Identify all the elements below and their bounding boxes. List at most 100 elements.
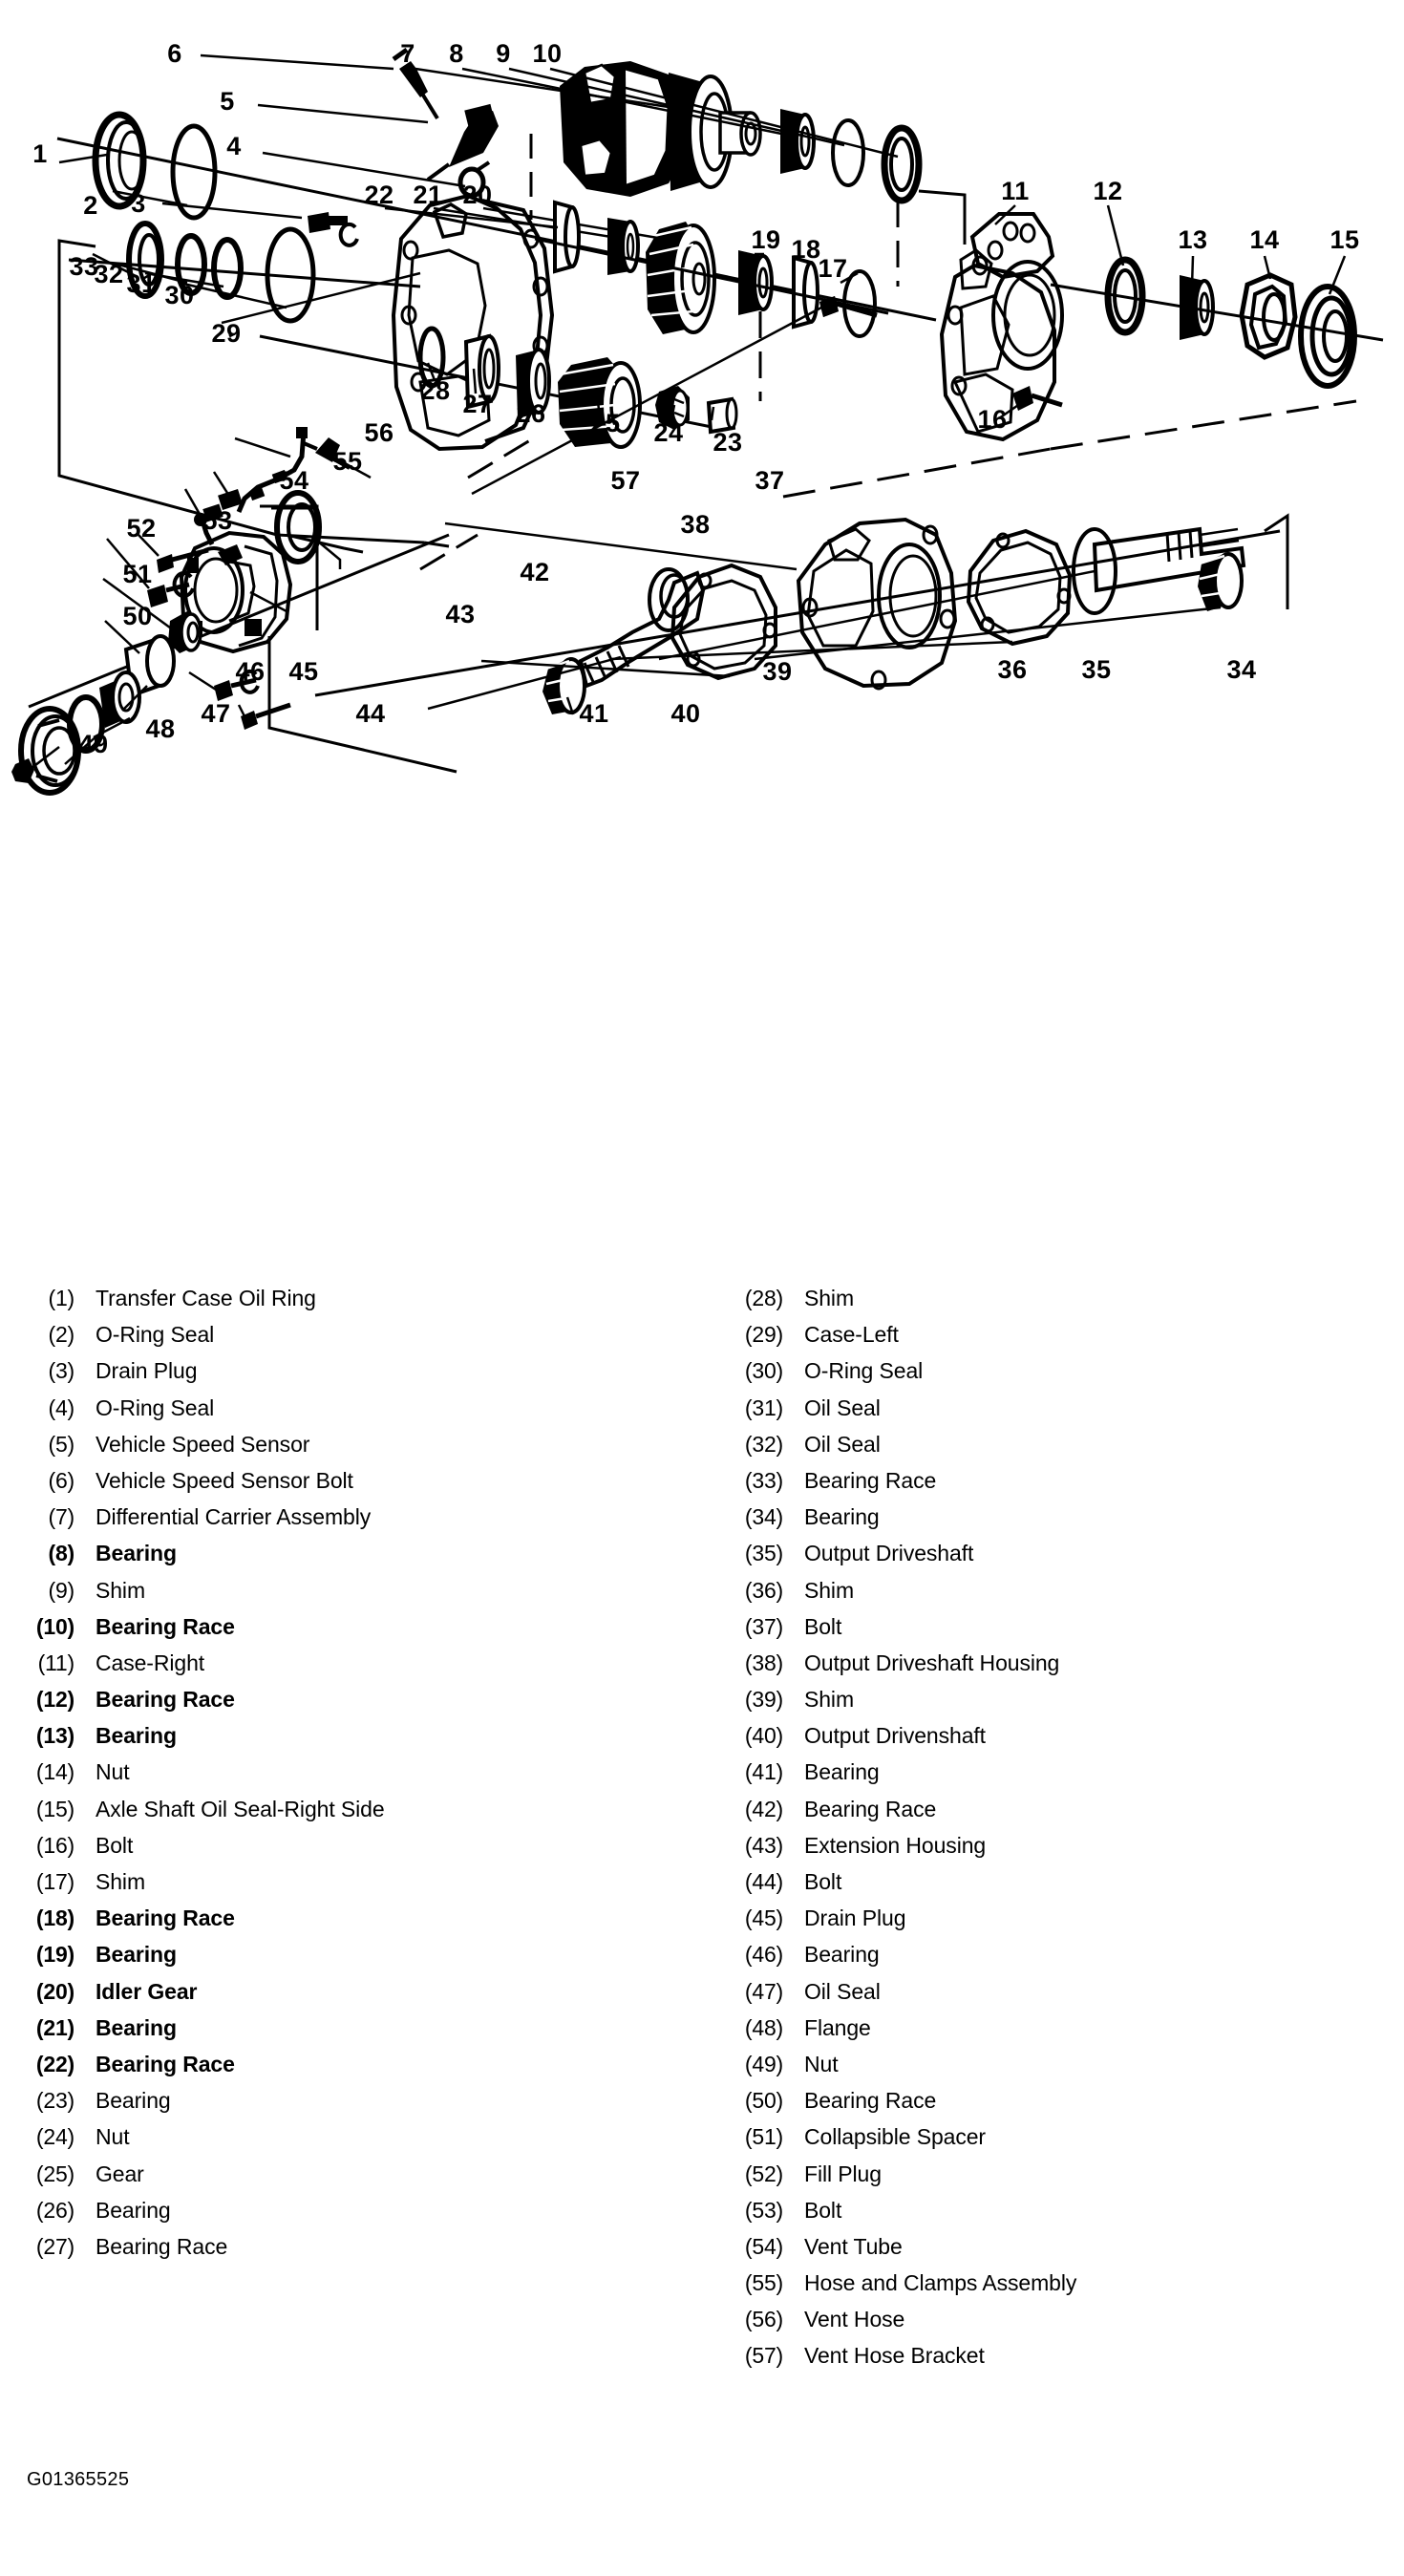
part-list-item: (51)Collapsible Spacer [735, 2118, 1404, 2155]
part-list-item: (14)Nut [27, 1754, 695, 1790]
part-list-item: (39)Shim [735, 1681, 1404, 1717]
part-label: Bearing [96, 1942, 177, 1968]
part-8-bearing [778, 107, 816, 176]
part-label: Bearing Race [96, 1905, 235, 1931]
part-label: Shim [804, 1687, 855, 1713]
callout-28: 28 [420, 376, 450, 405]
part-label: Bearing [96, 1723, 177, 1749]
part-list-item: (28)Shim [735, 1280, 1404, 1316]
part-28-shim [417, 326, 446, 389]
part-list-item: (19)Bearing [27, 1936, 695, 1972]
part-label: Hose and Clamps Assembly [804, 2270, 1077, 2296]
part-number: (2) [48, 1322, 74, 1348]
callout-27: 27 [462, 390, 492, 418]
part-list-item: (54)Vent Tube [735, 2228, 1404, 2265]
callout-44: 44 [355, 699, 385, 728]
callout-36: 36 [997, 655, 1027, 684]
part-21-bearing [607, 218, 640, 275]
part-list-item: (46)Bearing [735, 1936, 1404, 1972]
part-list-item: (38)Output Driveshaft Housing [735, 1645, 1404, 1681]
callout-48: 48 [145, 714, 175, 743]
part-list-item: (45)Drain Plug [735, 1900, 1404, 1936]
part-number: (9) [48, 1577, 74, 1603]
part-3-drain-plug [308, 212, 359, 247]
callout-46: 46 [235, 657, 265, 686]
part-list-item: (24)Nut [27, 2118, 695, 2155]
part-35-output-driveshaft [1072, 526, 1246, 615]
part-list-item: (8)Bearing [27, 1535, 695, 1571]
part-46-bearing [99, 671, 141, 728]
part-number: (20) [35, 1978, 74, 2004]
part-label: Oil Seal [804, 1978, 881, 2004]
figure-id-label: G01365525 [27, 2469, 130, 2490]
part-number: (31) [744, 1394, 783, 1420]
part-30-o-ring-seal [265, 226, 316, 324]
callout-42: 42 [520, 558, 549, 586]
part-list-item: (34)Bearing [735, 1499, 1404, 1535]
part-number: (32) [744, 1431, 783, 1457]
part-number: (8) [48, 1541, 74, 1566]
callout-16: 16 [977, 405, 1007, 434]
callout-31: 31 [126, 269, 156, 298]
part-number: (3) [48, 1358, 74, 1384]
callout-51: 51 [122, 560, 152, 588]
part-list-item: (31)Oil Seal [735, 1390, 1404, 1426]
part-number: (45) [744, 1905, 783, 1931]
part-16-bolt [1012, 386, 1063, 411]
part-label: Transfer Case Oil Ring [96, 1286, 316, 1310]
part-number: (25) [35, 2161, 74, 2186]
part-number: (24) [35, 2124, 74, 2150]
part-number: (55) [744, 2270, 783, 2296]
part-number: (12) [35, 1687, 74, 1713]
callout-39: 39 [762, 657, 792, 686]
part-number: (48) [744, 2014, 783, 2040]
part-list-item: (41)Bearing [735, 1754, 1404, 1790]
part-list-item: (22)Bearing Race [27, 2046, 695, 2082]
part-45-drain-plug [214, 669, 260, 701]
part-label: O-Ring Seal [96, 1394, 215, 1420]
callout-54: 54 [279, 466, 308, 495]
part-label: Shim [96, 1577, 146, 1603]
callout-2: 2 [83, 191, 98, 220]
part-list-item: (4)O-Ring Seal [27, 1390, 695, 1426]
callout-45: 45 [288, 657, 318, 686]
callout-15: 15 [1330, 225, 1359, 254]
part-number: (56) [744, 2307, 783, 2332]
part-44-bolt [241, 702, 291, 730]
callout-18: 18 [791, 235, 820, 264]
part-label: Bearing [96, 2197, 171, 2223]
part-list-item: (17)Shim [27, 1863, 695, 1900]
part-34-bearing [1198, 552, 1244, 611]
part-number: (6) [48, 1467, 74, 1493]
part-label: Nut [96, 1759, 130, 1785]
part-list-item: (23)Bearing [27, 2082, 695, 2118]
part-number: (1) [48, 1286, 74, 1310]
part-label: Bolt [804, 1613, 842, 1639]
part-label: O-Ring Seal [96, 1322, 215, 1348]
part-6-vehicle-speed-sensor-bolt [392, 47, 439, 120]
part-number: (42) [744, 1796, 783, 1821]
part-number: (29) [744, 1322, 783, 1348]
part-38-output-driveshaft-housing [796, 517, 958, 691]
part-list-item: (36)Shim [735, 1572, 1404, 1608]
callout-55: 55 [332, 447, 362, 476]
part-number: (10) [35, 1613, 74, 1639]
part-list-item: (15)Axle Shaft Oil Seal-Right Side [27, 1791, 695, 1827]
part-number: (53) [744, 2197, 783, 2223]
part-label: Bolt [804, 2197, 842, 2223]
callout-14: 14 [1249, 225, 1279, 254]
part-list-item: (50)Bearing Race [735, 2082, 1404, 2118]
parts-list-left-column: (1) Transfer Case Oil Ring (2) O-Ring Seal… [27, 1280, 695, 2265]
part-number: (28) [744, 1286, 783, 1310]
callout-37: 37 [755, 466, 784, 495]
part-list-item: (43)Extension Housing [735, 1827, 1404, 1863]
part-label: Bearing [804, 1504, 880, 1530]
part-number: (13) [35, 1723, 74, 1749]
part-27-bearing-race [463, 333, 500, 410]
callout-29: 29 [211, 319, 241, 348]
part-15-axle-shaft-oil-seal-right [1298, 284, 1357, 389]
callout-52: 52 [126, 514, 156, 543]
part-number: (52) [744, 2161, 783, 2186]
part-list-item: (35)Output Driveshaft [735, 1535, 1404, 1571]
part-label: Shim [804, 1577, 855, 1603]
